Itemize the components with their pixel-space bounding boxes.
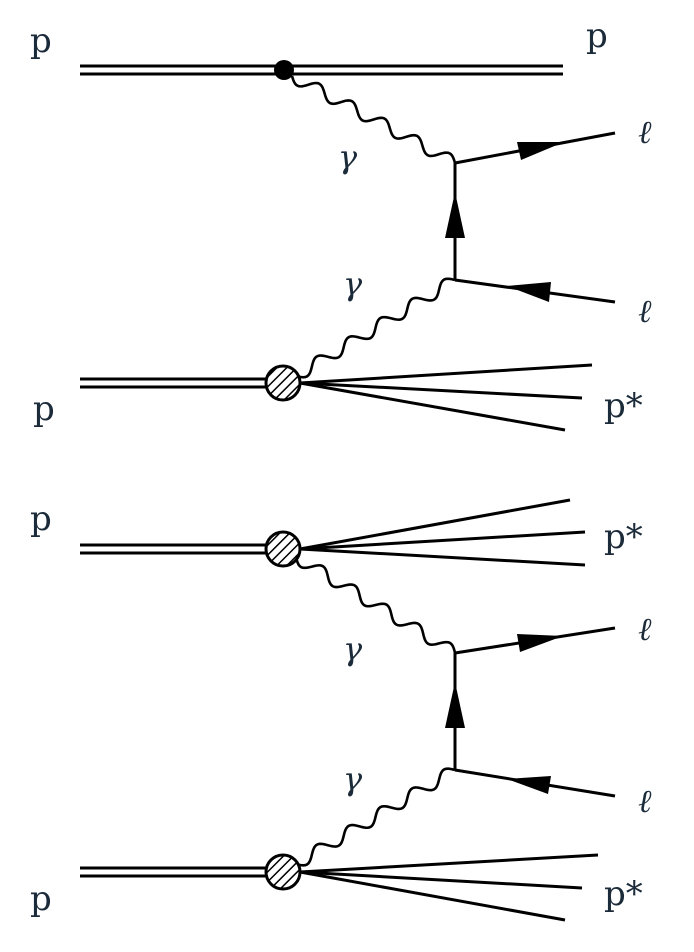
elastic-vertex <box>274 60 294 80</box>
arrow-in <box>507 776 551 794</box>
inelastic-blob-top <box>264 530 302 568</box>
label-lepton-bottom: ℓ <box>638 292 652 330</box>
label-outgoing-bottom: p* <box>604 874 643 914</box>
proton-line-top <box>80 543 272 555</box>
arrow-up <box>445 682 465 728</box>
label-outgoing-top: p <box>586 16 608 56</box>
proton-remnants-bottom <box>299 853 599 922</box>
label-outgoing-top: p* <box>604 517 643 557</box>
lepton-lines <box>445 131 616 304</box>
label-photon-top: γ <box>343 630 363 668</box>
diagram-inelastic-inelastic: p p* p p* γ γ ℓ ℓ <box>30 498 652 922</box>
photon-line-bottom <box>295 277 456 379</box>
proton-line-bottom <box>80 866 272 878</box>
arrow-up <box>445 192 465 238</box>
label-photon-bottom: γ <box>343 760 363 798</box>
proton-remnants-top <box>299 498 586 567</box>
label-incoming-top: p <box>30 499 52 539</box>
photon-line-top <box>290 75 457 164</box>
label-incoming-bottom: p <box>33 389 55 429</box>
lepton-lines <box>445 626 616 798</box>
label-incoming-bottom: p <box>30 879 52 919</box>
proton-line-bottom <box>80 377 272 389</box>
diagram-elastic-inelastic: p p p p* γ γ ℓ ℓ <box>30 16 652 432</box>
label-lepton-top: ℓ <box>638 610 652 648</box>
photon-line-top <box>294 556 457 654</box>
arrow-out <box>517 142 564 160</box>
photon-line-bottom <box>295 767 456 867</box>
label-outgoing-bottom: p* <box>604 386 643 426</box>
arrow-in <box>507 282 551 302</box>
label-photon-top: γ <box>338 138 358 176</box>
label-incoming-top: p <box>30 21 52 61</box>
label-photon-bottom: γ <box>343 265 363 303</box>
label-lepton-top: ℓ <box>638 113 652 151</box>
arrow-out <box>517 634 563 652</box>
inelastic-blob-bottom <box>264 853 302 891</box>
label-lepton-bottom: ℓ <box>638 782 652 820</box>
inelastic-blob <box>264 364 302 402</box>
proton-remnants <box>299 363 593 432</box>
proton-line-top <box>80 64 563 76</box>
